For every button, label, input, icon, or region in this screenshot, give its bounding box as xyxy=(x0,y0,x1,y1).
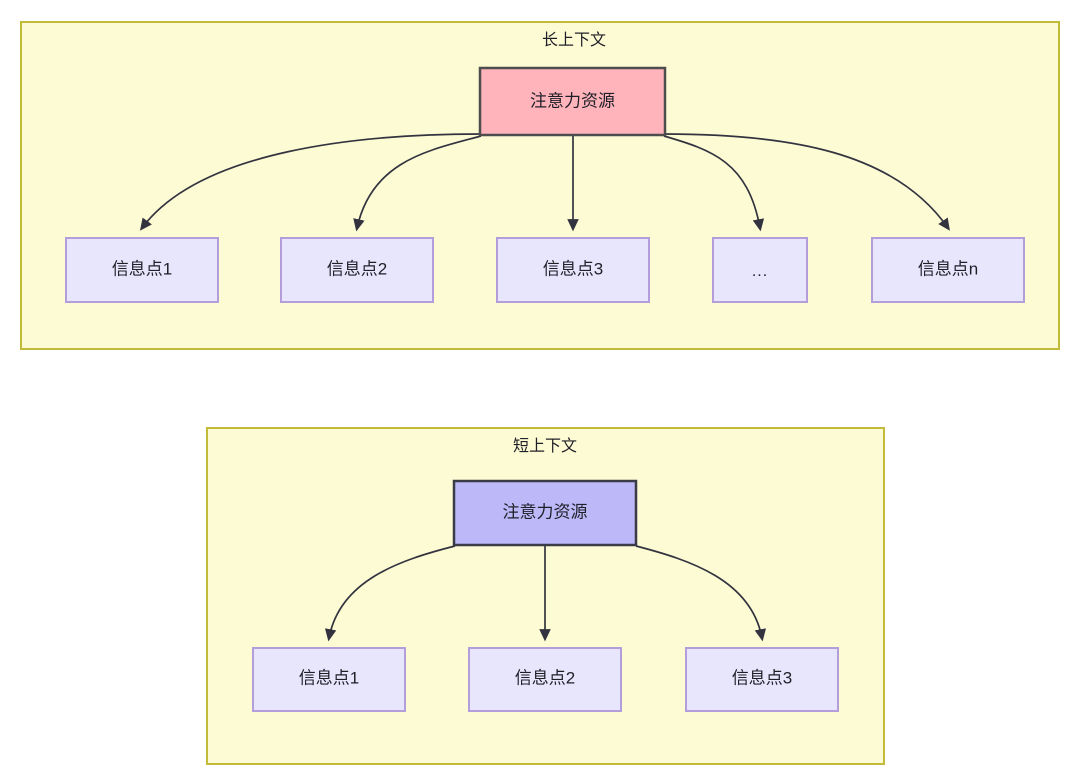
node-info-point-2-long-label: 信息点2 xyxy=(327,259,387,278)
panel-long-context: 长上下文 注意力资源 信息点1 信息点2 xyxy=(20,21,1060,350)
panel-short-context-edges xyxy=(324,545,767,642)
node-info-point-3-long-rect[interactable] xyxy=(496,237,650,303)
node-info-point-1-long[interactable]: 信息点1 xyxy=(65,237,219,303)
node-info-point-3-short-rect[interactable] xyxy=(685,647,839,712)
node-info-point-n-long[interactable]: 信息点n xyxy=(871,237,1025,303)
node-attention-resource-long-label: 注意力资源 xyxy=(530,91,615,110)
panel-short-context: 短上下文 注意力资源 信息点1 信息点2 信息点3 xyxy=(206,427,885,765)
node-info-point-3-long-label: 信息点3 xyxy=(543,259,603,278)
node-info-point-2-long-rect[interactable] xyxy=(280,237,434,303)
node-info-point-3-long[interactable]: 信息点3 xyxy=(496,237,650,303)
edge-root-to-leaf-5 xyxy=(663,133,950,231)
node-attention-resource-short-rect[interactable] xyxy=(452,479,638,547)
node-attention-resource-short-label: 注意力资源 xyxy=(503,502,588,521)
edge-root-to-leaf-1-short xyxy=(324,545,456,642)
node-attention-resource-long-rect[interactable] xyxy=(478,66,667,137)
panel-long-context-edges xyxy=(139,133,950,232)
node-info-point-1-long-label: 信息点1 xyxy=(112,259,172,278)
node-info-point-n-long-rect[interactable] xyxy=(871,237,1025,303)
edge-root-to-leaf-2 xyxy=(353,135,482,232)
node-info-point-3-short-label: 信息点3 xyxy=(732,668,792,687)
node-info-point-2-short[interactable]: 信息点2 xyxy=(468,647,622,712)
node-info-point-2-long[interactable]: 信息点2 xyxy=(280,237,434,303)
node-info-point-1-short[interactable]: 信息点1 xyxy=(252,647,406,712)
node-info-point-ellipsis-long-label: ... xyxy=(752,263,768,280)
node-info-point-3-short[interactable]: 信息点3 xyxy=(685,647,839,712)
node-info-point-ellipsis-long[interactable]: ... xyxy=(712,237,808,303)
node-attention-resource-short[interactable]: 注意力资源 xyxy=(452,479,638,547)
node-info-point-ellipsis-long-rect[interactable] xyxy=(712,237,808,303)
node-info-point-1-short-rect[interactable] xyxy=(252,647,406,712)
edge-root-to-leaf-1 xyxy=(139,133,482,231)
panel-long-context-title: 长上下文 xyxy=(542,31,606,49)
edge-root-to-leaf-3-short xyxy=(635,545,767,642)
node-attention-resource-long[interactable]: 注意力资源 xyxy=(478,66,667,137)
edge-root-to-leaf-4 xyxy=(663,135,765,232)
node-info-point-1-short-label: 信息点1 xyxy=(299,668,359,687)
node-info-point-1-long-rect[interactable] xyxy=(65,237,219,303)
node-info-point-2-short-label: 信息点2 xyxy=(515,668,575,687)
node-info-point-n-long-label: 信息点n xyxy=(918,259,978,278)
panel-short-context-title: 短上下文 xyxy=(513,437,577,455)
node-info-point-2-short-rect[interactable] xyxy=(468,647,622,712)
